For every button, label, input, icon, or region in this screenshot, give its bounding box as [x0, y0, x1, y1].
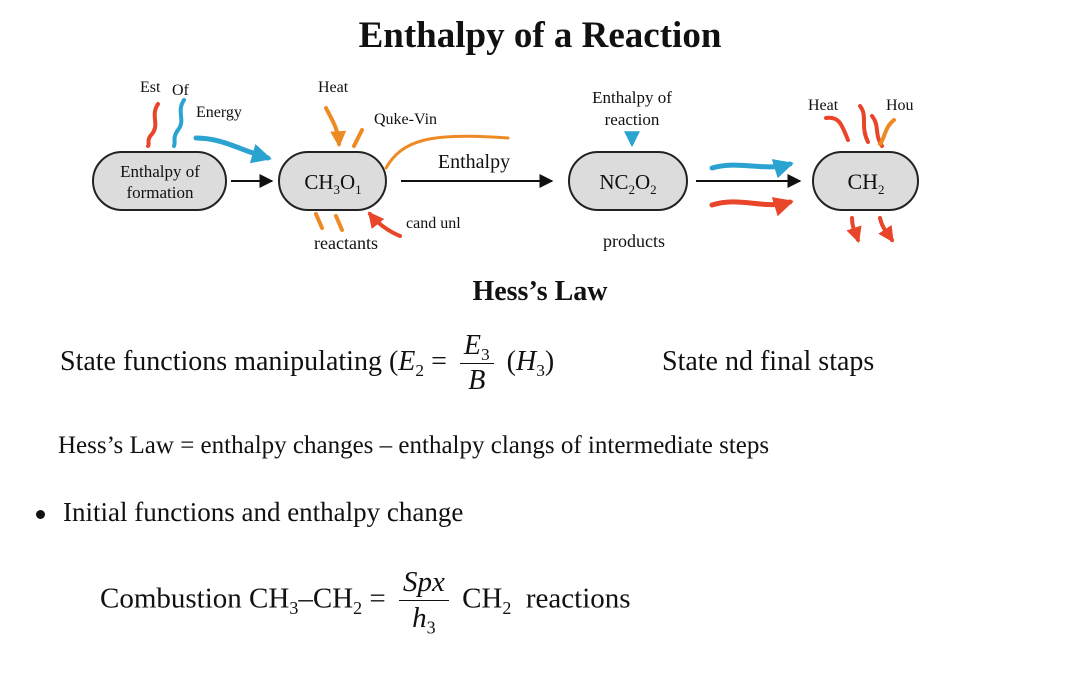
node-formation-line2: formation — [126, 183, 194, 202]
eq2-after-base: CH — [454, 582, 503, 615]
eq2-sub2: 2 — [353, 597, 363, 618]
heat-dash-reactant — [352, 128, 364, 148]
eq1-lhs-var: E — [398, 346, 416, 378]
product-sub2: 2 — [650, 182, 657, 197]
label-products: products — [603, 231, 665, 251]
product-sub1: 2 — [629, 182, 636, 197]
bullet-text: Initial functions and enthalpy change — [63, 497, 464, 527]
reactant-tick-2 — [334, 214, 344, 232]
enthalpy-reaction-diagram: Enthalpy of formation CH3O1 NC2O2 CH2 Es… — [92, 79, 919, 253]
eq1-equals: = — [424, 346, 454, 378]
bullet-item: Initial functions and enthalpy change — [36, 497, 463, 528]
final-down-arrow-1 — [846, 216, 862, 244]
eq2-suffix: reactions — [511, 582, 631, 615]
label-quke-vin: Quke-Vin — [374, 111, 437, 128]
label-enthalpy-arrow: Enthalpy — [438, 151, 510, 173]
eq1-numerator: E3 — [459, 330, 494, 365]
hess-law-definition: Hess’s Law = enthalpy changes – enthalpy… — [58, 432, 770, 459]
eq1-num-var: E — [463, 330, 481, 361]
final-down-arrow-2 — [878, 216, 894, 243]
reactant-base1: CH — [304, 170, 333, 194]
eq2-prefix: Combustion CH — [100, 582, 290, 615]
label-est: Est — [140, 79, 161, 96]
cand-unl-arrow — [368, 211, 402, 238]
eq1-prefix: State functions manipulating ( — [60, 346, 399, 378]
label-heat-reactant: Heat — [318, 79, 349, 96]
eq2-denominator: h3 — [408, 601, 439, 638]
eq2-sub1: 3 — [289, 597, 299, 618]
eq2-den-sub: 3 — [426, 617, 436, 638]
page-title: Enthalpy of a Reaction — [358, 15, 722, 56]
eq1-close-paren: ) — [544, 346, 555, 378]
energy-arrow-blue — [193, 135, 272, 164]
eq1-h-var: H — [516, 346, 537, 378]
eq2-num: Spx — [402, 566, 445, 598]
heat-squiggle-left — [146, 102, 160, 148]
eq2-numerator: Spx — [398, 566, 449, 602]
eq1-num-sub: 3 — [480, 345, 490, 365]
reactant-tick-1 — [314, 212, 324, 230]
label-cand-unl: cand unl — [406, 215, 461, 232]
reactant-sub1: 3 — [334, 182, 341, 197]
label-heat-final: Heat — [808, 97, 839, 114]
node-final-formula: CH2 — [847, 169, 884, 197]
heat-arrow-reactant — [324, 106, 347, 148]
node-formation-line1: Enthalpy of — [120, 162, 200, 181]
eq1-h-sub: 3 — [536, 361, 545, 381]
label-reactants: reactants — [314, 233, 378, 253]
state-final-steps-text: State nd final staps — [662, 346, 875, 377]
node-reactant-formula: CH3O1 — [304, 170, 361, 197]
label-energy: Energy — [196, 104, 242, 121]
eq1-lhs-sub: 2 — [415, 361, 425, 381]
eq2-after-sub: 2 — [502, 597, 512, 618]
red-arrow-product-final — [709, 197, 794, 217]
blue-arrow-product-final — [709, 159, 794, 179]
final-sub1: 2 — [878, 182, 885, 197]
hess-law-heading: Hess’s Law — [472, 276, 608, 307]
node-formation — [92, 151, 227, 211]
quke-vin-curve — [384, 134, 510, 170]
node-product-formula: NC2O2 — [599, 170, 656, 197]
eq1-den-var: B — [468, 365, 486, 397]
energy-squiggle-left — [172, 98, 186, 148]
eq1-denominator: B — [464, 364, 489, 397]
final-squiggle-4 — [878, 118, 896, 146]
node-reactant — [278, 151, 387, 211]
final-squiggle-1 — [824, 115, 850, 142]
bullet-dot-icon — [36, 510, 45, 520]
label-of: Of — [172, 82, 190, 99]
product-base1: NC — [599, 170, 628, 194]
final-base1: CH — [847, 169, 878, 194]
label-enthalpy-of-reaction-1: Enthalpy of — [592, 88, 672, 107]
eq1-open-paren: ( — [499, 346, 516, 378]
node-final — [812, 151, 919, 211]
product-base2: O — [635, 170, 650, 194]
eq2-den-var: h — [412, 602, 427, 635]
eq2-equals: = — [362, 582, 393, 615]
reactant-sub2: 1 — [355, 182, 362, 197]
label-hou: Hou — [886, 97, 914, 114]
final-squiggle-2 — [858, 104, 870, 144]
reactant-base2: O — [340, 170, 355, 194]
label-enthalpy-of-reaction-2: reaction — [605, 110, 660, 129]
eq2-dash: –CH — [298, 582, 354, 615]
node-product — [568, 151, 688, 211]
